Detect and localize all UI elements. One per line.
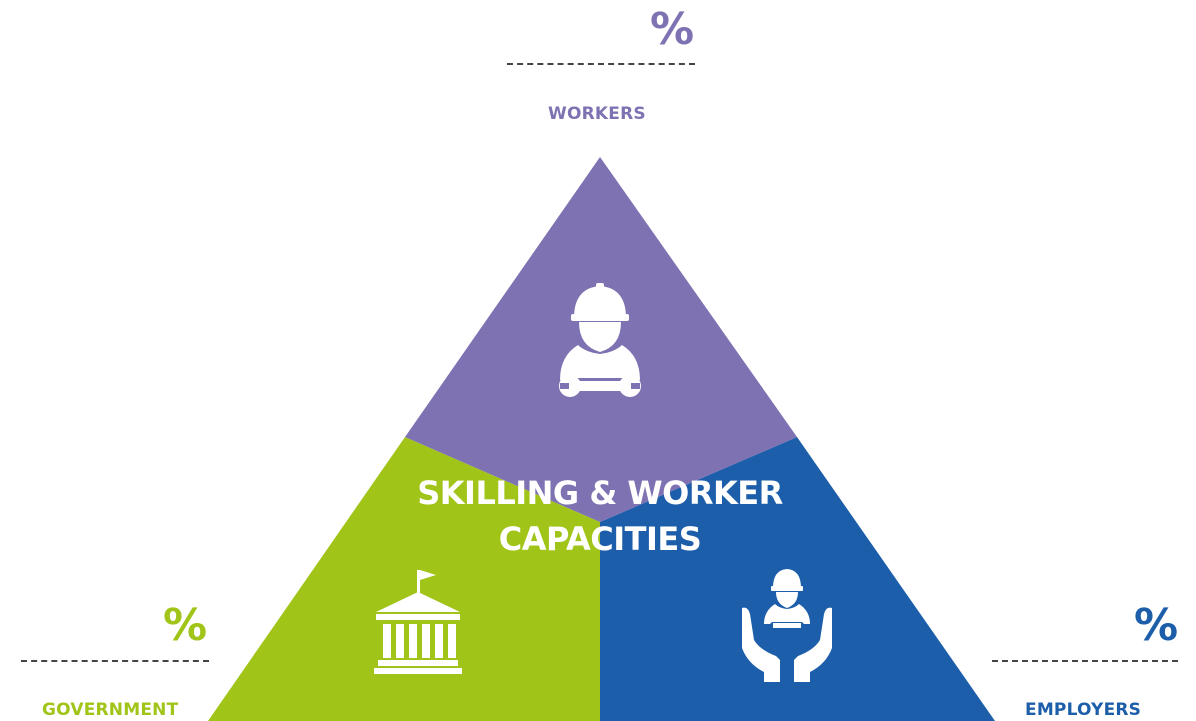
employers-dashed-line bbox=[992, 660, 1178, 662]
employers-label: EMPLOYERS bbox=[1025, 700, 1142, 720]
government-building-icon bbox=[374, 570, 462, 674]
government-dashed-line bbox=[21, 660, 209, 662]
hands-holding-worker-icon bbox=[742, 569, 832, 682]
government-percent: % bbox=[163, 600, 208, 651]
government-segment bbox=[208, 437, 600, 721]
workers-dashed-line bbox=[507, 63, 695, 65]
employers-percent: % bbox=[1134, 600, 1179, 651]
construction-worker-icon bbox=[559, 283, 641, 397]
workers-label: WORKERS bbox=[548, 104, 646, 124]
workers-percent: % bbox=[650, 4, 695, 55]
center-title: SKILLING & WORKER CAPACITIES bbox=[417, 474, 783, 558]
government-label: GOVERNMENT bbox=[42, 700, 179, 720]
